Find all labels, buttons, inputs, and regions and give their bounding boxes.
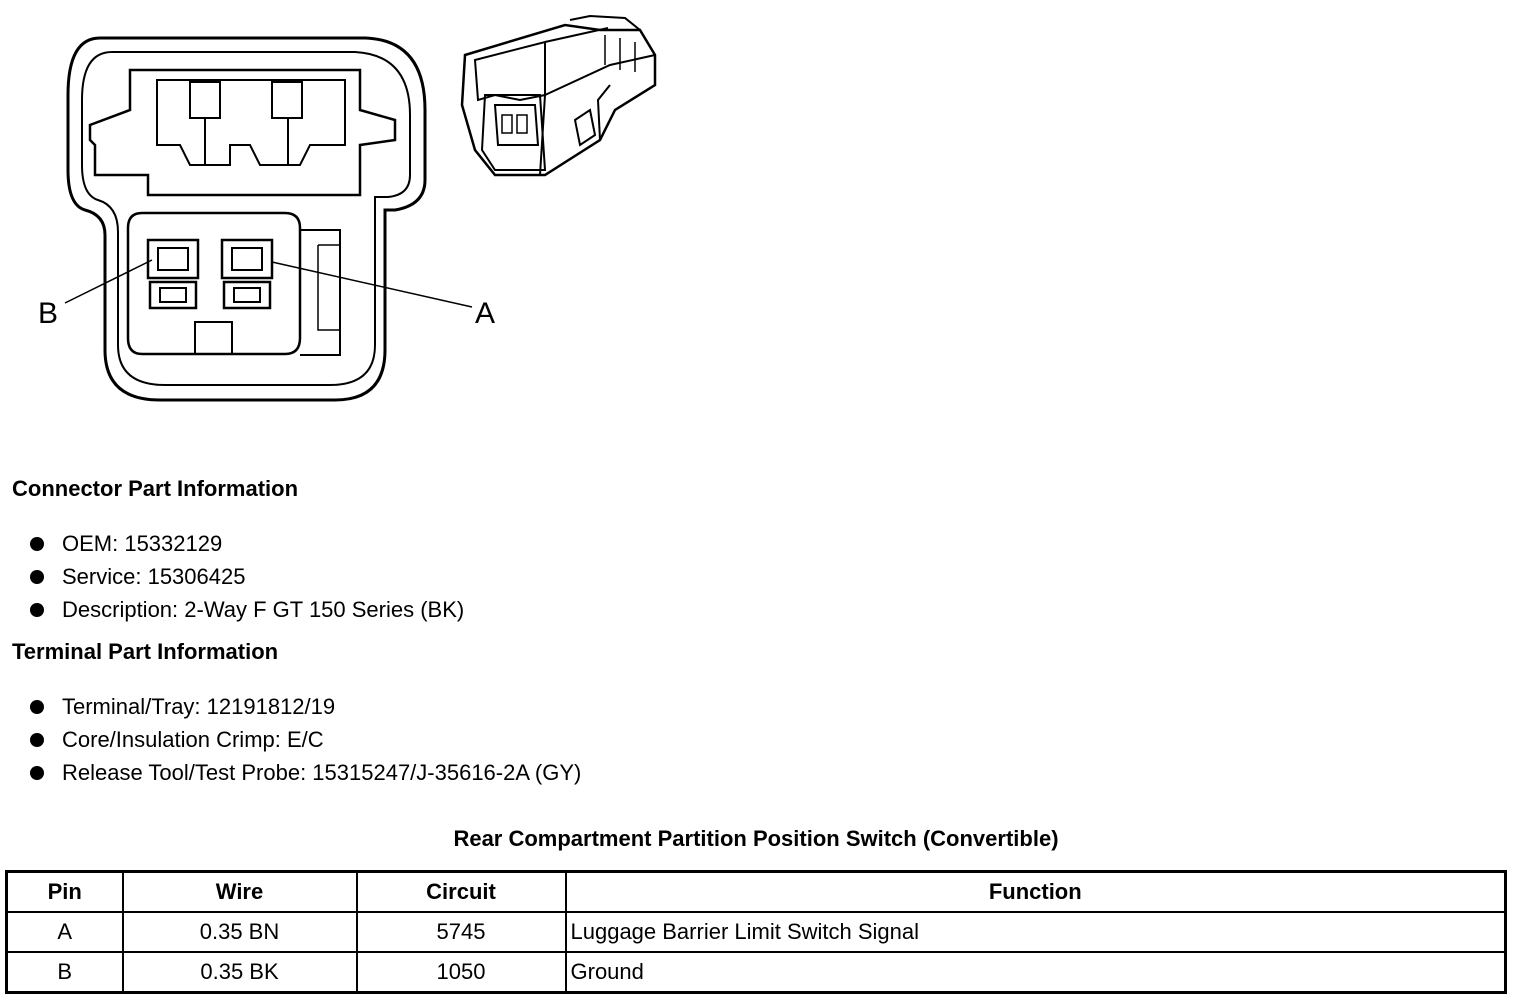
pin-table: Pin Wire Circuit Function A 0.35 BN 5745… <box>5 870 1507 994</box>
table-title: Rear Compartment Partition Position Swit… <box>453 826 1059 851</box>
bullet-icon <box>30 766 44 780</box>
list-item: OEM: 15332129 <box>28 527 464 560</box>
list-item: Description: 2-Way F GT 150 Series (BK) <box>28 593 464 626</box>
bullet-icon <box>30 603 44 617</box>
cell-circuit: 5745 <box>355 911 567 953</box>
cell-pin: A <box>5 911 124 953</box>
list-item: Release Tool/Test Probe: 15315247/J-3561… <box>28 756 581 789</box>
terminal-part-info-heading: Terminal Part Information <box>12 639 279 664</box>
cell-function: Ground <box>564 951 1507 994</box>
bullet-icon <box>30 700 44 714</box>
terminal-a <box>220 238 274 280</box>
connector-part-info-list: OEM: 15332129 Service: 15306425 Descript… <box>28 527 464 626</box>
bullet-icon <box>30 537 44 551</box>
column-header-circuit: Circuit <box>355 870 567 913</box>
table-row: B 0.35 BK 1050 Ground <box>5 951 1507 994</box>
leader-line-b <box>64 259 153 304</box>
terminal-part-info-list: Terminal/Tray: 12191812/19 Core/Insulati… <box>28 690 581 789</box>
bullet-icon <box>30 570 44 584</box>
pin-label-b: B <box>38 297 58 330</box>
connector-diagram: B A <box>38 14 657 402</box>
bullet-icon <box>30 733 44 747</box>
cell-wire: 0.35 BN <box>121 911 358 953</box>
table-header-row: Pin Wire Circuit Function <box>5 870 1507 913</box>
cell-circuit: 1050 <box>355 951 567 994</box>
terminal-b <box>146 238 200 280</box>
list-item: Terminal/Tray: 12191812/19 <box>28 690 581 723</box>
list-item: Core/Insulation Crimp: E/C <box>28 723 581 756</box>
list-item: Service: 15306425 <box>28 560 464 593</box>
cell-function: Luggage Barrier Limit Switch Signal <box>564 911 1507 953</box>
cell-pin: B <box>5 951 124 994</box>
pin-label-a: A <box>475 297 495 330</box>
connector-part-info-heading: Connector Part Information <box>12 476 299 501</box>
connector-outline <box>66 36 427 402</box>
column-header-function: Function <box>564 870 1507 913</box>
table-row: A 0.35 BN 5745 Luggage Barrier Limit Swi… <box>5 911 1507 953</box>
leader-line-a <box>271 261 473 308</box>
connector-3d-illustration <box>460 14 657 177</box>
column-header-wire: Wire <box>121 870 358 913</box>
column-header-pin: Pin <box>5 870 124 913</box>
cell-wire: 0.35 BK <box>121 951 358 994</box>
